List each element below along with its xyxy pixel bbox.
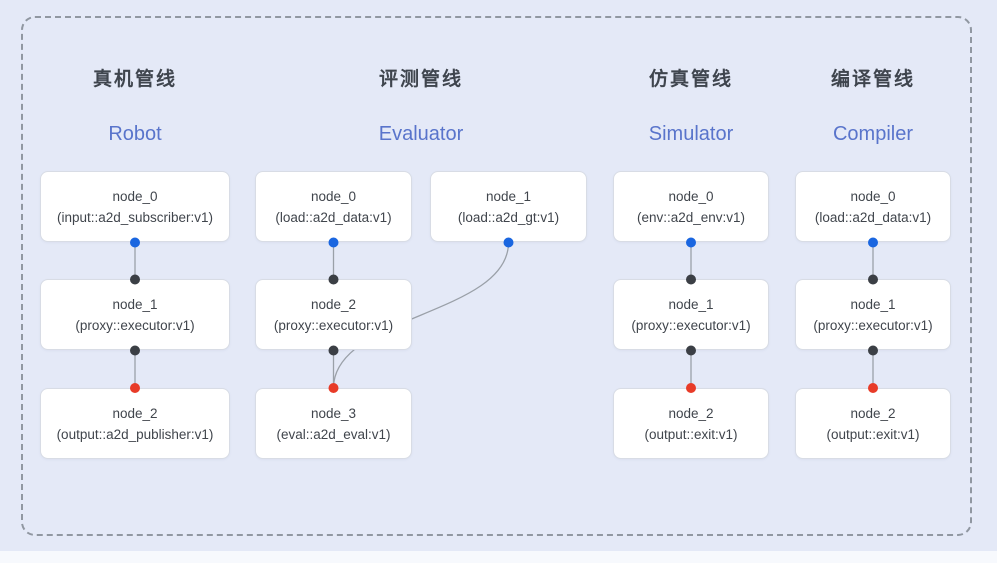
node-name: node_0 [668, 188, 714, 204]
node-box-compiler-node-1: node_1 (proxy::executor:v1) [795, 279, 951, 350]
node-name: node_0 [310, 188, 357, 204]
node-box-evaluator-node-0: node_0 (load::a2d_data:v1) [255, 171, 412, 242]
pipeline-title-en-robot: Robot [108, 123, 162, 145]
node-box-simulator-node-0: node_0 (env::a2d_env:v1) [613, 171, 769, 242]
node-box-simulator-node-1: node_1 (proxy::executor:v1) [613, 279, 769, 350]
pipeline-title-en-evaluator: Evaluator [378, 123, 464, 145]
node-type: (input::a2d_subscriber:v1) [56, 209, 214, 225]
node-name: node_0 [112, 188, 158, 204]
node-name: node_1 [485, 188, 532, 204]
node-box-robot-node-2: node_2 (output::a2d_publisher:v1) [40, 388, 230, 459]
node-type: (proxy::executor:v1) [631, 317, 751, 333]
node-type: (load::a2d_data:v1) [275, 209, 392, 225]
pipeline-title-en-compiler: Compiler [832, 123, 914, 145]
node-name: node_2 [668, 405, 714, 421]
pipeline-title-en-simulator: Simulator [648, 123, 734, 145]
node-type: (output::exit:v1) [826, 426, 920, 442]
node-box-compiler-node-2: node_2 (output::exit:v1) [795, 388, 951, 459]
node-name: node_1 [850, 296, 896, 312]
node-type: (load::a2d_gt:v1) [457, 209, 560, 225]
node-box-robot-node-1: node_1 (proxy::executor:v1) [40, 279, 230, 350]
node-name: node_1 [668, 296, 714, 312]
node-box-evaluator-node-2: node_2 (proxy::executor:v1) [255, 279, 412, 350]
node-box-robot-node-0: node_0 (input::a2d_subscriber:v1) [40, 171, 230, 242]
pipeline-title-cn-evaluator: 评测管线 [378, 69, 463, 90]
node-type: (eval::a2d_eval:v1) [276, 426, 391, 442]
pipeline-title-cn-compiler: 编译管线 [830, 69, 915, 90]
node-type: (proxy::executor:v1) [273, 317, 394, 333]
node-name: node_2 [310, 296, 357, 312]
pipeline-title-cn-robot: 真机管线 [92, 69, 177, 90]
node-box-evaluator-node-3: node_3 (eval::a2d_eval:v1) [255, 388, 412, 459]
node-name: node_3 [310, 405, 357, 421]
node-type: (load::a2d_data:v1) [814, 209, 932, 225]
node-type: (proxy::executor:v1) [813, 317, 933, 333]
node-box-evaluator-node-1: node_1 (load::a2d_gt:v1) [430, 171, 587, 242]
node-box-simulator-node-2: node_2 (output::exit:v1) [613, 388, 769, 459]
node-name: node_2 [112, 405, 158, 421]
node-type: (proxy::executor:v1) [75, 317, 195, 333]
node-type: (output::exit:v1) [644, 426, 738, 442]
node-box-compiler-node-0: node_0 (load::a2d_data:v1) [795, 171, 951, 242]
dashed-border-frame [21, 16, 972, 536]
node-name: node_1 [112, 296, 158, 312]
node-type: (env::a2d_env:v1) [636, 209, 746, 225]
node-type: (output::a2d_publisher:v1) [56, 426, 214, 442]
node-name: node_0 [850, 188, 896, 204]
pipeline-title-cn-simulator: 仿真管线 [648, 69, 733, 90]
node-name: node_2 [850, 405, 896, 421]
